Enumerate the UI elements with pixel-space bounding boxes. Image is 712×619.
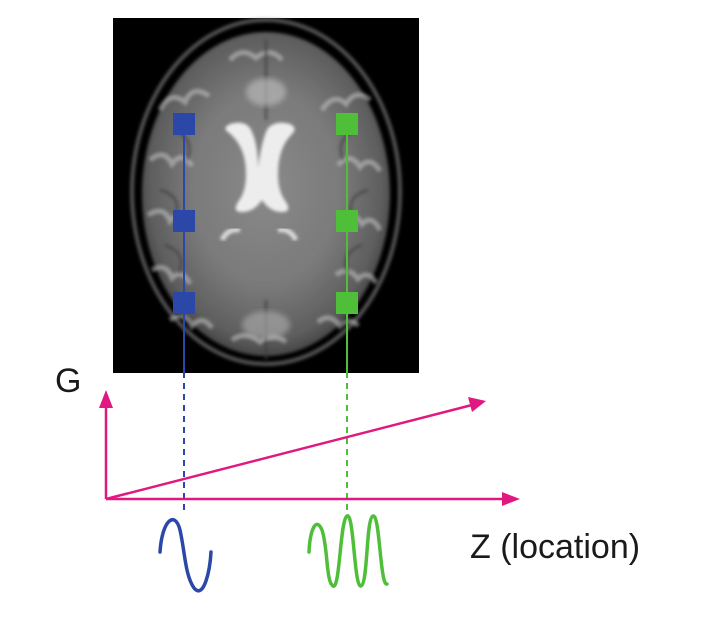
right-marker-1 (336, 113, 358, 135)
left-low-frequency-wave (158, 517, 213, 593)
z-axis-arrowhead (502, 492, 520, 506)
z-axis-label: Z (location) (470, 528, 641, 566)
right-marker-2 (336, 210, 358, 232)
gradient-axes (99, 390, 520, 506)
g-axis-arrowhead (99, 390, 113, 408)
left-marker-2 (173, 210, 195, 232)
brain-mri-image (113, 18, 419, 373)
g-axis-label: G (55, 362, 82, 400)
left-marker-3 (173, 292, 195, 314)
right-high-frequency-wave (307, 514, 389, 588)
gradient-ramp-arrowhead (468, 397, 486, 412)
right-marker-3 (336, 292, 358, 314)
left-marker-1 (173, 113, 195, 135)
gradient-ramp-line (105, 403, 473, 501)
right-sample-column (336, 113, 358, 512)
left-sample-column (173, 113, 195, 512)
